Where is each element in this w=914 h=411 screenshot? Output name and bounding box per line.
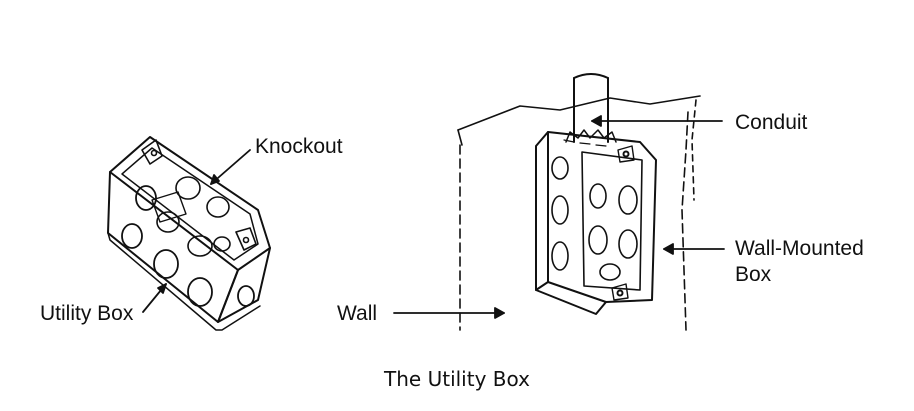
mounting-tabs [141,139,257,251]
knockout-circle [121,223,143,249]
knockout-circle [213,236,231,252]
wall-mounted-box-label-line1: Wall-Mounted [735,237,864,260]
wall-label: Wall [337,302,378,325]
wall-mounted-box-label-line2: Box [735,263,772,286]
utility-box-arrow [142,283,167,313]
knockout-circle [206,196,230,218]
knockout-circle [153,249,179,279]
knockout-arrow [210,149,251,185]
wall-right-edge [681,111,689,331]
knockout-circle [175,176,201,200]
screw-hole [242,236,250,244]
knockout-label: Knockout [255,135,343,158]
side-knockouts [121,185,255,307]
mounted-box-opening [581,151,643,291]
figure-caption: The Utility Box [384,367,530,391]
conduit-label: Conduit [735,111,808,134]
knockout-circle [618,229,638,259]
wall-arrow [393,307,505,319]
mounted-box-side [535,131,549,291]
knockout-circle [237,285,255,307]
conduit-pipe [565,73,617,143]
box-inner-rim [121,147,259,261]
utility-box-drawing [107,136,271,331]
knockout-circle [588,225,608,255]
mounting-tab [617,145,635,163]
knockout-circle [551,195,569,225]
interior-knockouts [156,176,231,257]
box-front-face [217,247,271,323]
wall-mounted-box-arrow [663,243,725,255]
interior-bracket [151,191,187,223]
knockout-circle [156,211,180,233]
box-bottom-edge [107,232,261,331]
wall-drawing [457,95,701,331]
mounting-tab [611,283,629,301]
box-rim [109,136,271,271]
screw-hole [616,289,624,297]
mounting-tab [141,139,163,165]
knockout-circle [135,185,157,211]
wall-mounted-box-drawing [535,131,657,315]
knockout-circle [618,185,638,215]
knockout-circle [187,277,213,307]
mounting-tab [235,227,257,251]
screw-hole [622,150,630,158]
screw-hole [150,149,158,157]
wall-top-edge [457,95,701,131]
knockout-circle [589,183,607,209]
mounted-box-knockouts [551,156,638,281]
knockout-circle [551,241,569,271]
conduit-arrow [591,115,723,127]
knockout-circle [551,156,569,180]
utility-box-label: Utility Box [40,302,134,325]
knockout-circle [187,235,213,257]
knockout-circle [599,263,621,281]
